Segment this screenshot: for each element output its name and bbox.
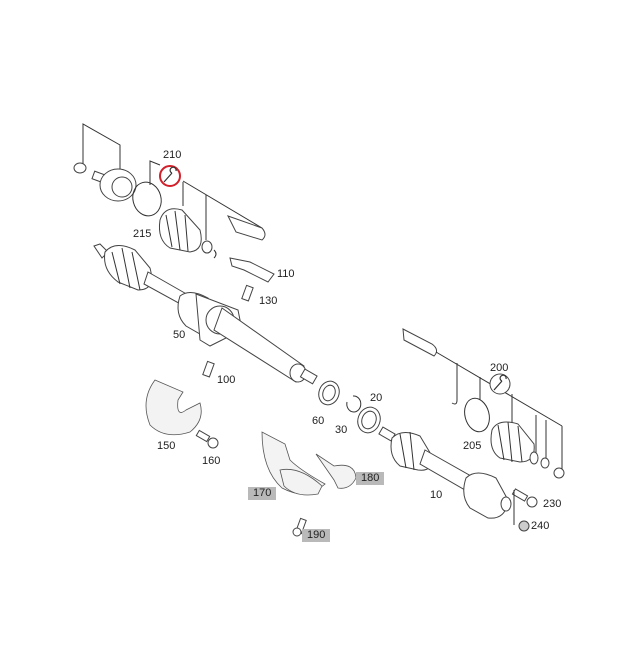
part-label-150[interactable]: 150 xyxy=(157,440,176,452)
part-label-210[interactable]: 210 xyxy=(163,149,182,161)
part-label-240[interactable]: 240 xyxy=(531,520,550,532)
part-label-50[interactable]: 50 xyxy=(173,329,186,341)
part-label-190[interactable]: 190 xyxy=(302,529,331,542)
part-label-60[interactable]: 60 xyxy=(312,415,325,427)
part-label-100[interactable]: 100 xyxy=(217,374,236,386)
part-label-20[interactable]: 20 xyxy=(370,392,383,404)
wrench-icon-210 xyxy=(159,165,181,187)
wrench-icon-200 xyxy=(489,373,511,395)
part-label-180[interactable]: 180 xyxy=(356,472,385,485)
part-label-200[interactable]: 200 xyxy=(490,362,509,374)
part-label-230[interactable]: 230 xyxy=(543,498,562,510)
part-label-110[interactable]: 110 xyxy=(277,268,295,280)
part-label-30[interactable]: 30 xyxy=(335,424,348,436)
part-label-205[interactable]: 205 xyxy=(463,440,482,452)
part-label-130[interactable]: 130 xyxy=(259,295,278,307)
part-label-10[interactable]: 10 xyxy=(430,489,443,501)
washer-part xyxy=(73,162,87,174)
part-label-170[interactable]: 170 xyxy=(248,487,277,500)
part-label-160[interactable]: 160 xyxy=(202,455,221,467)
part-label-215[interactable]: 215 xyxy=(133,228,152,240)
